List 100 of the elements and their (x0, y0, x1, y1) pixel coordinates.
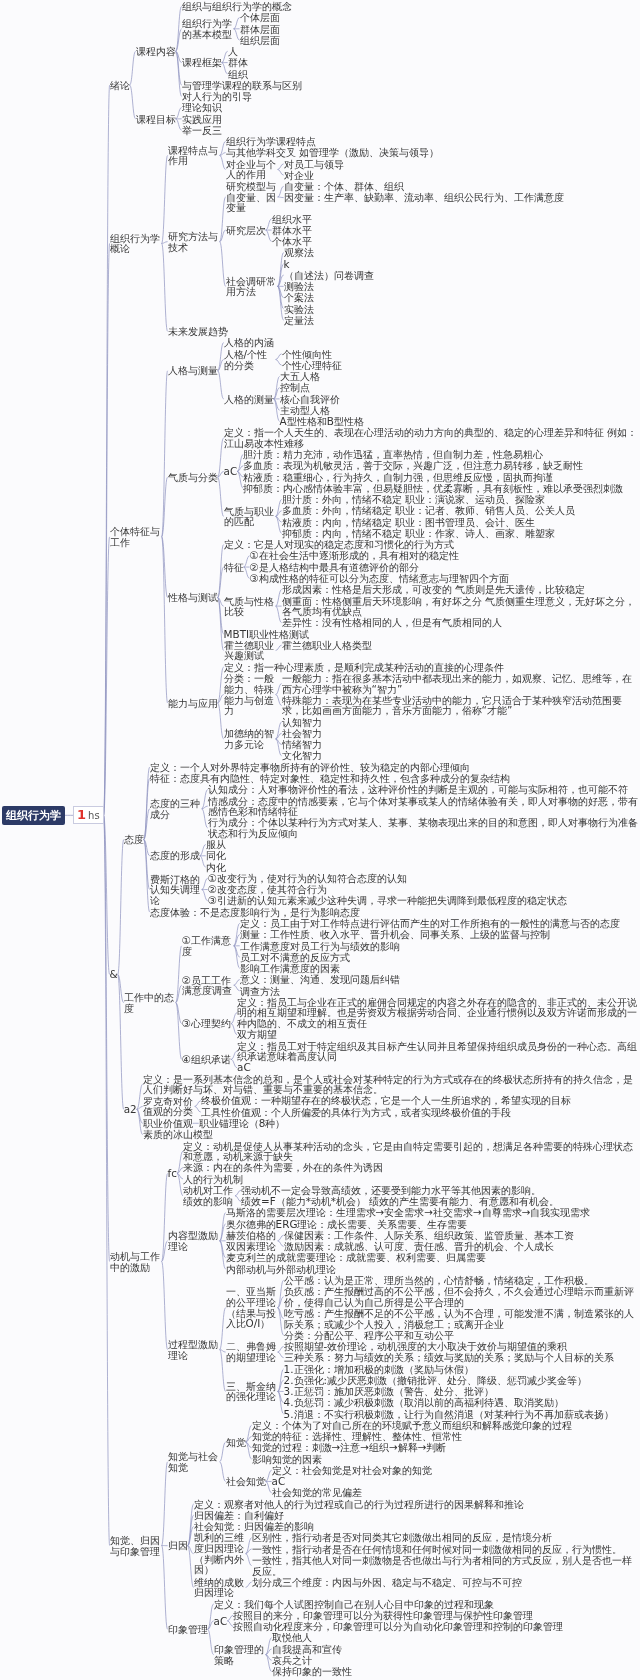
connector-line (275, 605, 282, 624)
connector-line (217, 471, 224, 478)
connector-line (176, 1150, 184, 1174)
topic-text: aC (271, 1476, 286, 1487)
connector-line (277, 186, 284, 198)
topic-text: 个体特征与工作 (109, 526, 162, 548)
topic-text: 测验法 (283, 281, 314, 292)
connector-line (265, 229, 272, 231)
topic-text: 人的行为机制 (183, 1173, 243, 1185)
topic-text: 研究模型与自变量、因变量 (225, 181, 278, 213)
topic-text: 职业价值观 (142, 1118, 193, 1129)
connector-line (277, 1346, 284, 1353)
connector-line (219, 1307, 226, 1350)
topic-text: 定义：指一个人天生的、表现在心理活动的动力方向的典型的、稳定的心理差异和特征 例如：江山易改本性难移 (223, 427, 638, 449)
connector-line (277, 286, 284, 287)
topic-text: 区别性，指行动者是否对同类其它刺激做出相同的反应，是情境分析 (251, 1532, 552, 1544)
connector-line (265, 1481, 272, 1482)
connector-line (275, 694, 282, 706)
connector-line (273, 398, 280, 400)
connector-line (201, 808, 209, 829)
connector-line (233, 945, 241, 969)
topic-text: ④组织承诺 (181, 1054, 232, 1065)
topic-text: 维纳的成败归因理论 (193, 1576, 246, 1599)
connector-line (161, 476, 168, 538)
connector-line (265, 1654, 272, 1672)
connector-line (245, 1436, 252, 1443)
topic-text: 课程目标 (135, 113, 176, 125)
connector-line (277, 169, 284, 176)
topic-text: 来源：内在的条件为需要，外在的条件为诱因 (183, 1162, 383, 1173)
topic-text: 胆汁质：精力充沛，动作迅猛，直率热情，但自制力差，性急易粗心 (243, 449, 544, 460)
connector-line (161, 243, 168, 332)
topic-text: 抑郁质：内心感情体验丰富，但易疑胆怯，优柔寡断，具有刻板性，难以承受强烈刺激 (243, 482, 624, 494)
topic-text: 分类：分配公平、程序公平和互动公平 (283, 1329, 454, 1341)
topic-text: 态度 (123, 834, 144, 845)
topic-text: 社会知觉：归因偏差的影响 (193, 1521, 314, 1532)
connector-line (221, 62, 228, 75)
topic-text: 工具性价值观：个人所偏爱的具体行为方式，或者实现终极价值的手段 (200, 1106, 511, 1118)
connector-line (233, 945, 241, 958)
topic-text: ③引进新的认知元素来减少这种失调，寻求一种能把失调降到最低程度的稳定状态 (207, 895, 568, 907)
connector-line (217, 476, 224, 517)
topic-text: 多血质：表现为机敏灵活，善于交际，兴趣广泛，但注意力易转移，缺乏耐性 (243, 460, 584, 472)
topic-text: aC (213, 1615, 228, 1627)
connector-line (277, 196, 284, 198)
connector-line (64, 814, 74, 816)
topic-text: 影响知觉的因素 (251, 1453, 322, 1465)
connector-line (136, 1106, 144, 1110)
topic-text: 公平感：认为是正常、理所当然的，心情舒畅，情绪稳定，工作积极。 (283, 1274, 594, 1286)
connector-line (277, 1391, 284, 1404)
connector-line (175, 28, 182, 52)
connector-line (234, 1189, 242, 1197)
connector-line (236, 465, 244, 472)
connector-line (217, 597, 224, 651)
connector-line (217, 694, 224, 704)
topic-text: 绪论 (109, 79, 130, 91)
connector-line (175, 107, 182, 120)
connector-line (275, 683, 282, 695)
connector-line (187, 1545, 194, 1554)
connector-line (194, 1100, 202, 1107)
connector-line (233, 945, 241, 947)
topic-text: 归因 (167, 1540, 188, 1551)
topic-text: 人格的内涵 (223, 337, 274, 348)
connector-line (245, 1581, 252, 1588)
topic-text: 群体 (227, 57, 248, 68)
connector-line (176, 1173, 184, 1180)
connector-line (265, 229, 272, 242)
topic-text: 4.负惩罚：减少积极刺激（取消以前的高福利待遇、取消奖励） (283, 1397, 564, 1408)
connector-line (236, 471, 244, 489)
connector-line (275, 499, 282, 517)
topic-text: 奥尔德弗的ERG理论：成长需要、关系需要、生存需要 (225, 1218, 468, 1230)
topic-text: 一致性，指其他人对同一刺激物是否也做出与行为者相同的方式反应，别人是否也一样反应。 (251, 1554, 638, 1577)
connector-line (217, 342, 224, 372)
topic-text: 社会调研常用方法 (225, 275, 278, 297)
connector-line (245, 1424, 252, 1443)
connector-line (275, 589, 282, 607)
topic-text: 研究方法与技术 (167, 231, 220, 253)
topic-text: 对人行为的引导 (181, 91, 252, 102)
connector-line (176, 1173, 184, 1197)
topic-text: 大五人格 (279, 371, 320, 382)
topic-text: 对员工与领导 (283, 158, 344, 170)
connector-line (245, 1441, 252, 1460)
connector-line (273, 387, 280, 400)
topic-text: 社会知觉的常见偏差 (271, 1487, 362, 1499)
connector-line (175, 50, 182, 97)
connector-line (219, 229, 226, 242)
connector-line (243, 555, 250, 568)
topic-text: 因变量：生产率、缺勤率、流动率、组织公民行为、工作满意度 (283, 192, 564, 203)
connector-line (199, 855, 207, 857)
topic-text: 凯利的三维度归因理论（判断内外因） (193, 1532, 246, 1575)
topic-text: 1.正强化：增加积极的刺激（奖励与休假） (283, 1363, 474, 1375)
root-topic-box: 组织行为学 (2, 805, 65, 825)
connector-line (143, 839, 151, 857)
topic-text: MBTI职业性格测试 (223, 628, 310, 640)
connector-line (243, 566, 250, 579)
connector-line (219, 1441, 226, 1463)
topic-text: 人格与测量 (167, 365, 218, 377)
topic-text: 粘液质：内向，情绪稳定 职业：图书管理员、会计、医生 (281, 516, 535, 528)
topic-text: 2.负强化:减少厌恶刺激（撤销批评、处分、降级、惩罚减少奖金等） (283, 1374, 588, 1386)
topic-text: 定义：它是人对现实的稳定态度和习惯化的行为方式 (223, 539, 454, 550)
topic-text: 个体水平 (271, 236, 312, 247)
topic-text: 社会知觉 (225, 1476, 266, 1487)
